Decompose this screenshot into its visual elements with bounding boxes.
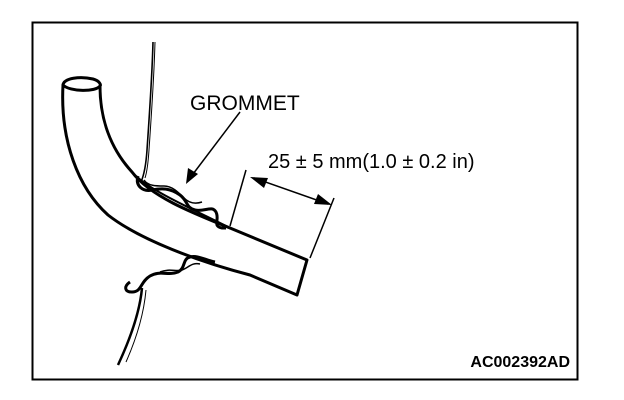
extension-line-right	[309, 197, 335, 259]
bracket-body	[61, 83, 309, 297]
upper-wire-inner	[144, 41, 156, 179]
lower-grommet-inner	[159, 262, 201, 273]
dimension-label: 25 ± 5 mm(1.0 ± 0.2 in)	[268, 151, 474, 173]
dimension-arrowhead-left	[250, 177, 268, 188]
lower-wire-inner	[125, 289, 147, 363]
grommet-leader-arrowhead	[186, 168, 198, 184]
upper-wire	[140, 41, 154, 183]
bracket-end	[61, 76, 102, 92]
lower-wire	[116, 287, 144, 366]
figure-border	[31, 21, 579, 381]
grommet-shape	[135, 175, 226, 230]
lower-grommet	[124, 255, 216, 294]
dimension-arrowhead-right	[314, 194, 332, 205]
grommet-leader-line	[189, 111, 241, 179]
dimension-line	[253, 177, 329, 205]
grommet-label: GROMMET	[190, 92, 300, 115]
figure-code: AC002392AD	[470, 354, 570, 371]
extension-line-left	[229, 169, 247, 227]
grommet-inner	[143, 179, 203, 204]
